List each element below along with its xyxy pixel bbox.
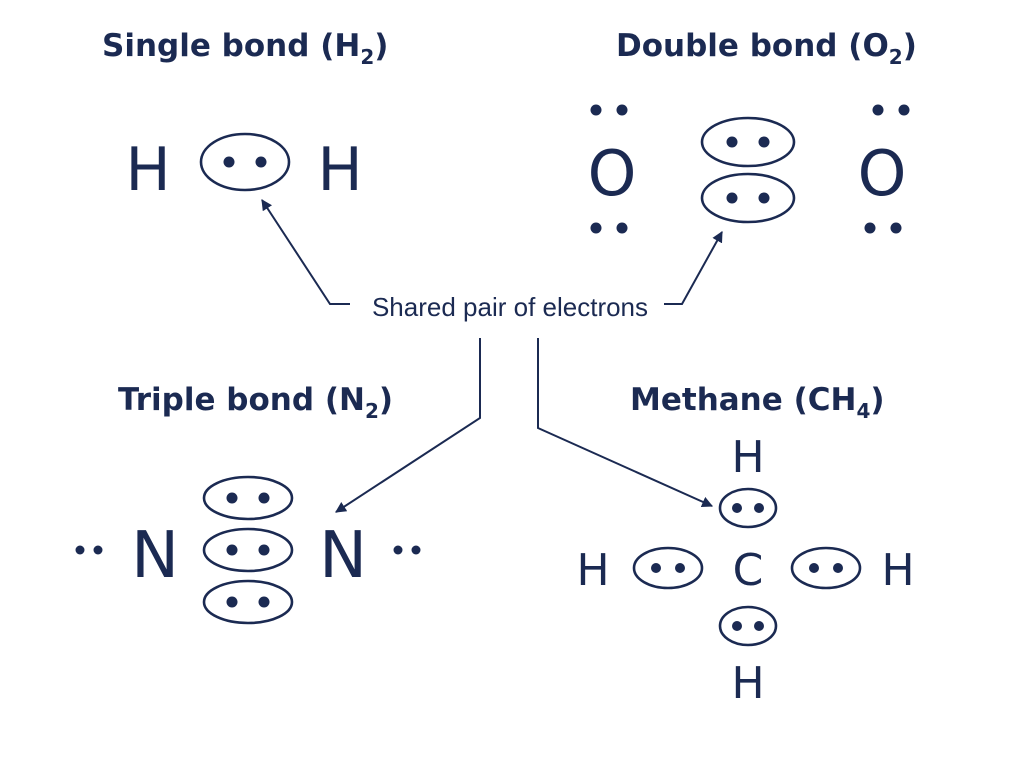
hydrogen-atom-left: H xyxy=(576,545,609,596)
shared-electron-pair xyxy=(790,546,862,590)
nitrogen-atom-right: N xyxy=(319,519,367,593)
shared-electron-pair xyxy=(718,487,778,529)
single-bond-panel: Single bond (H2) H H xyxy=(102,28,388,205)
hydrogen-atom-right: H xyxy=(881,545,914,596)
carbon-atom: C xyxy=(733,545,764,596)
shared-electron-pair xyxy=(202,527,294,573)
arrow-to-double-bond xyxy=(664,231,723,305)
arrow-to-triple-bond xyxy=(335,338,481,513)
hydrogen-atom-bottom: H xyxy=(731,658,764,709)
shared-electron-pair xyxy=(199,132,291,192)
oxygen-left-lone-pair-bottom xyxy=(590,222,628,234)
hydrogen-atom-right: H xyxy=(317,135,362,205)
shared-electron-pair xyxy=(202,579,294,625)
methane-panel: Methane (CH4) H H C H H xyxy=(576,382,914,709)
arrow-to-single-bond xyxy=(261,199,350,305)
shared-pair-annotation: Shared pair of electrons xyxy=(261,199,723,513)
shared-pair-label: Shared pair of electrons xyxy=(372,292,648,322)
oxygen-atom-left: O xyxy=(588,137,637,210)
hydrogen-atom-left: H xyxy=(125,135,170,205)
double-bond-title: Double bond (O2) xyxy=(616,28,917,69)
triple-bond-panel: Triple bond (N2) N N xyxy=(75,382,421,625)
shared-electron-pair xyxy=(202,475,294,521)
shared-electron-pair xyxy=(632,546,704,590)
oxygen-left-lone-pair-top xyxy=(590,104,628,116)
shared-electron-pair xyxy=(700,172,796,224)
arrow-to-methane xyxy=(537,338,714,507)
shared-electron-pair xyxy=(700,116,796,168)
triple-bond-title: Triple bond (N2) xyxy=(118,382,393,423)
single-bond-title: Single bond (H2) xyxy=(102,28,388,69)
nitrogen-left-lone-pair xyxy=(75,545,103,555)
oxygen-right-lone-pair-top xyxy=(872,104,910,116)
nitrogen-atom-left: N xyxy=(131,519,179,593)
nitrogen-right-lone-pair xyxy=(393,545,421,555)
hydrogen-atom-top: H xyxy=(731,432,764,483)
oxygen-atom-right: O xyxy=(858,137,907,210)
oxygen-right-lone-pair-bottom xyxy=(864,222,902,234)
shared-electron-pair xyxy=(718,605,778,647)
methane-title: Methane (CH4) xyxy=(630,382,885,423)
double-bond-panel: Double bond (O2) O O xyxy=(588,28,917,234)
